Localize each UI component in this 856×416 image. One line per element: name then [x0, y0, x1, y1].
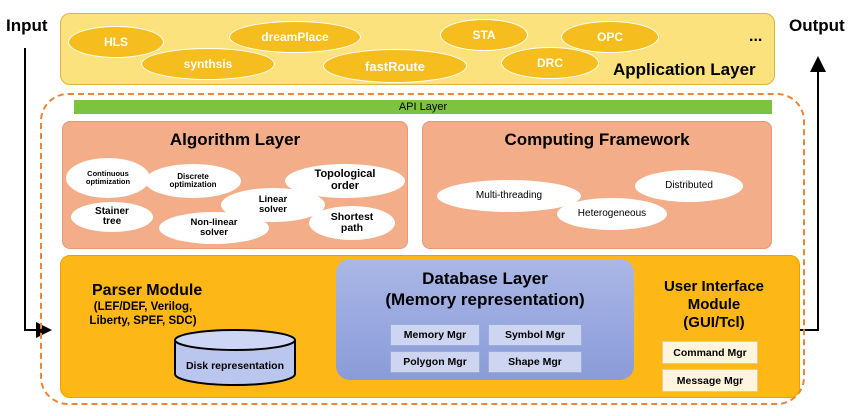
algo-continuous-optimization: Continuous optimization [66, 158, 150, 198]
disk-cylinder [174, 329, 296, 386]
app-sta: STA [440, 19, 528, 51]
command-mgr: Command Mgr [662, 341, 758, 364]
symbol-mgr: Symbol Mgr [488, 324, 582, 346]
ui-module-title-line3: (GUI/Tcl) [683, 314, 745, 331]
parser-formats-text: (LEF/DEF, Verilog, Liberty, SPEF, SDC) [89, 301, 197, 328]
ui-module-title-line2: Module [687, 296, 741, 313]
application-layer-title: Application Layer [613, 60, 756, 79]
algo-non-linear-solver: Non-linear solver [159, 212, 269, 244]
polygon-mgr: Polygon Mgr [390, 351, 480, 373]
core-framework-boundary [40, 93, 805, 405]
computing-framework: Computing Framework Multi-threading Hete… [422, 121, 772, 249]
database-layer-title: Database Layer [422, 269, 548, 288]
algorithm-layer-title: Algorithm Layer [169, 130, 301, 149]
app-hls: HLS [68, 26, 164, 58]
memory-mgr: Memory Mgr [390, 324, 480, 346]
cf-heterogeneous: Heterogeneous [557, 198, 667, 230]
parser-module-formats: (LEF/DEF, Verilog, Liberty, SPEF, SDC) [78, 300, 208, 329]
algo-shortest-path: Shortest path [309, 206, 395, 240]
database-layer-subtitle: (Memory representation) [385, 290, 585, 309]
ui-module-title-line1: User Interface [663, 278, 765, 295]
app-fastroute: fastRoute [323, 49, 467, 83]
app-drc: DRC [501, 47, 599, 79]
cf-distributed: Distributed [635, 170, 743, 202]
cf-multi-threading: Multi-threading [437, 180, 581, 212]
input-label: Input [6, 16, 48, 35]
output-label: Output [789, 16, 845, 35]
app-opc: OPC [561, 21, 659, 53]
app-more: ... [749, 28, 763, 45]
algo-topological-order: Topological order [285, 164, 405, 198]
app-synthsis: synthsis [141, 48, 275, 80]
algo-discrete-optimization: Discrete optimization [145, 164, 241, 198]
algo-stainer-tree: Stainer tree [71, 202, 153, 232]
message-mgr: Message Mgr [662, 369, 758, 392]
parser-module-title: Parser Module [92, 282, 203, 299]
api-layer: API Layer [74, 100, 772, 114]
application-layer: HLS dreamPlace STA OPC synthsis fastRout… [60, 13, 775, 85]
app-dreamplace: dreamPlace [229, 21, 361, 53]
ui-module-title: User Interface Module (GUI/Tcl) [650, 278, 778, 332]
disk-label: Disk representation [185, 360, 285, 372]
shape-mgr: Shape Mgr [488, 351, 582, 373]
computing-framework-title: Computing Framework [504, 130, 690, 149]
algorithm-layer: Algorithm Layer Continuous optimization … [62, 121, 408, 249]
database-layer: Database Layer (Memory representation) M… [336, 259, 634, 380]
